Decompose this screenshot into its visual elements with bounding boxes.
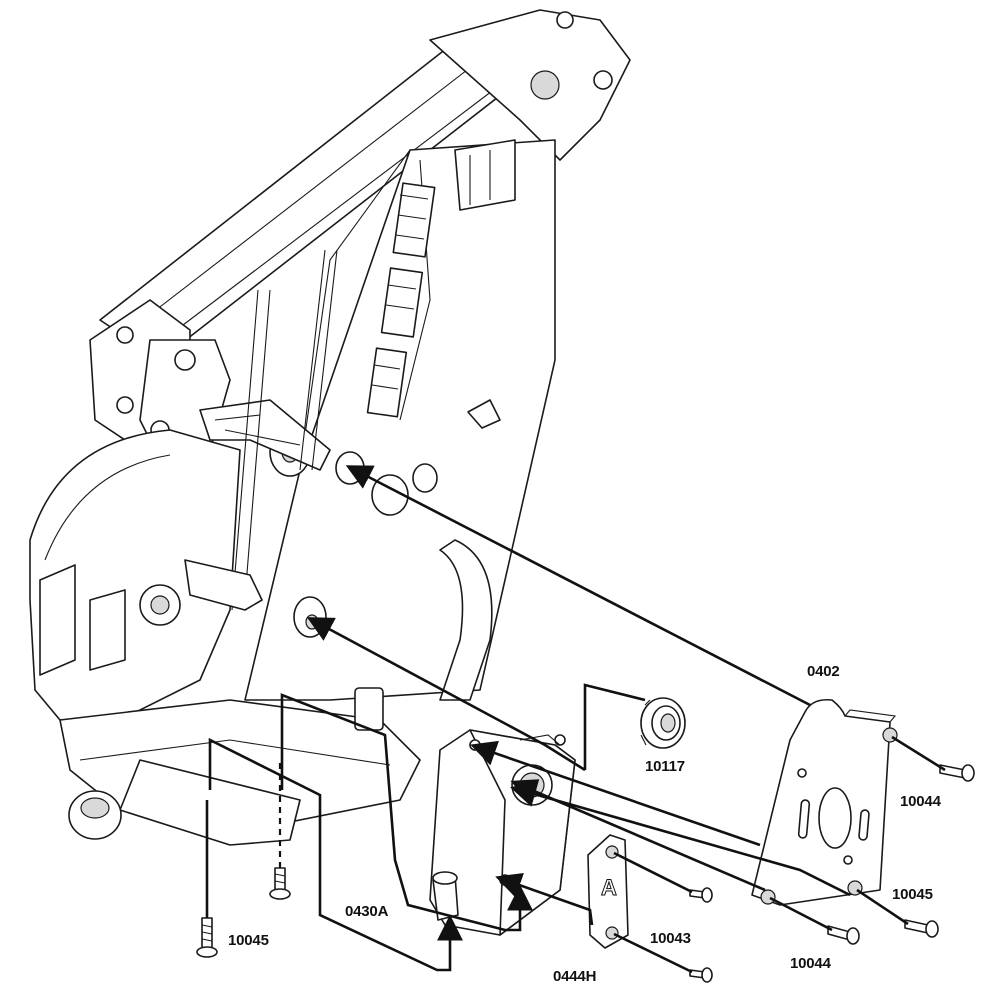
bearing-10117: [640, 697, 686, 749]
label-10045-left: 10045: [228, 932, 269, 949]
label-10044-bottom: 10044: [790, 955, 831, 972]
label-10117: 10117: [645, 758, 685, 775]
screws: [196, 764, 975, 983]
leader-lines: [205, 465, 946, 974]
knob-0430A: [432, 871, 459, 921]
plate-A: [587, 834, 629, 949]
bracket-0402: [751, 698, 898, 906]
label-0430A: 0430A: [345, 903, 389, 920]
plate-letter: A: [601, 875, 617, 900]
label-0402: 0402: [807, 663, 840, 680]
label-10043: 10043: [650, 930, 691, 947]
label-10044-right: 10044: [900, 793, 941, 810]
label-10045-right: 10045: [892, 886, 933, 903]
label-0444H: 0444H: [553, 968, 597, 985]
main-frame: [29, 9, 631, 846]
